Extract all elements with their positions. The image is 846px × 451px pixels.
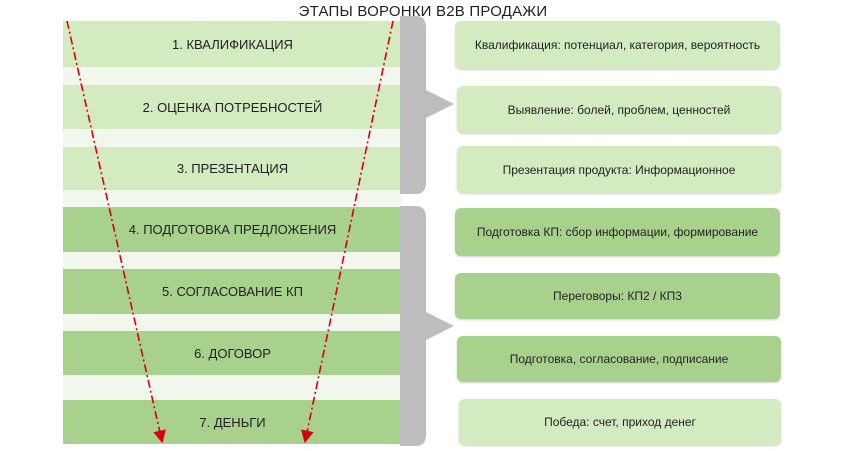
stage-description-text: Победа: счет, приход денег: [544, 415, 696, 429]
diagram-title: ЭТАПЫ ВОРОНКИ B2B ПРОДАЖИ: [298, 3, 548, 20]
stage-description-6: Подготовка, согласование, подписание: [457, 336, 781, 382]
bracket-shape: [400, 16, 454, 194]
funnel-stage-3: 3. ПРЕЗЕНТАЦИЯ: [63, 147, 402, 190]
band-gap: [63, 67, 402, 85]
stage-description-1: Квалификация: потенциал, категория, веро…: [455, 21, 780, 69]
funnel-stage-label: 1. КВАЛИФИКАЦИЯ: [172, 36, 293, 52]
funnel-stage-label: 4. ПОДГОТОВКА ПРЕДЛОЖЕНИЯ: [128, 222, 337, 237]
band-gap: [63, 129, 402, 147]
band-gap: [63, 375, 402, 400]
band-gap: [63, 314, 402, 331]
stage-description-2: Выявление: болей, проблем, ценностей: [457, 86, 781, 133]
stage-description-5: Переговоры: КП2 / КП3: [455, 273, 780, 319]
funnel-stage-4: 4. ПОДГОТОВКА ПРЕДЛОЖЕНИЯ: [63, 207, 402, 252]
stage-description-7: Победа: счет, приход денег: [459, 399, 781, 445]
stage-description-4: Подготовка КП: сбор информации, формиров…: [455, 208, 780, 256]
funnel-stage-label: 2. ОЦЕНКА ПОТРЕБНОСТЕЙ: [142, 99, 323, 115]
group-bracket-bottom: [400, 206, 454, 446]
stage-description-text: Переговоры: КП2 / КП3: [553, 289, 682, 303]
band-gap: [63, 190, 402, 207]
stage-description-text: Выявление: болей, проблем, ценностей: [507, 102, 731, 117]
funnel-stage-label: 5. СОГЛАСОВАНИЕ КП: [162, 284, 303, 299]
funnel-stage-5: 5. СОГЛАСОВАНИЕ КП: [63, 269, 402, 314]
stage-description-text: Подготовка КП: сбор информации, формиров…: [476, 225, 759, 239]
funnel-stage-7: 7. ДЕНЬГИ: [63, 400, 402, 444]
stage-description-text: Подготовка, согласование, подписание: [509, 352, 729, 366]
funnel-stage-2: 2. ОЦЕНКА ПОТРЕБНОСТЕЙ: [63, 85, 402, 129]
stage-description-3: Презентация продукта: Информационное: [457, 146, 781, 193]
funnel-stage-1: 1. КВАЛИФИКАЦИЯ: [63, 21, 402, 67]
funnel-stage-label: 7. ДЕНЬГИ: [199, 414, 266, 430]
band-gap: [63, 252, 402, 269]
funnel-stage-6: 6. ДОГОВОР: [63, 331, 402, 375]
funnel-stage-label: 6. ДОГОВОР: [194, 345, 271, 361]
stage-description-text: Презентация продукта: Информационное: [502, 162, 736, 177]
funnel-stage-label: 3. ПРЕЗЕНТАЦИЯ: [176, 161, 289, 176]
group-bracket-top: [400, 16, 454, 194]
bracket-shape: [400, 206, 454, 446]
stage-description-text: Квалификация: потенциал, категория, веро…: [474, 38, 761, 52]
